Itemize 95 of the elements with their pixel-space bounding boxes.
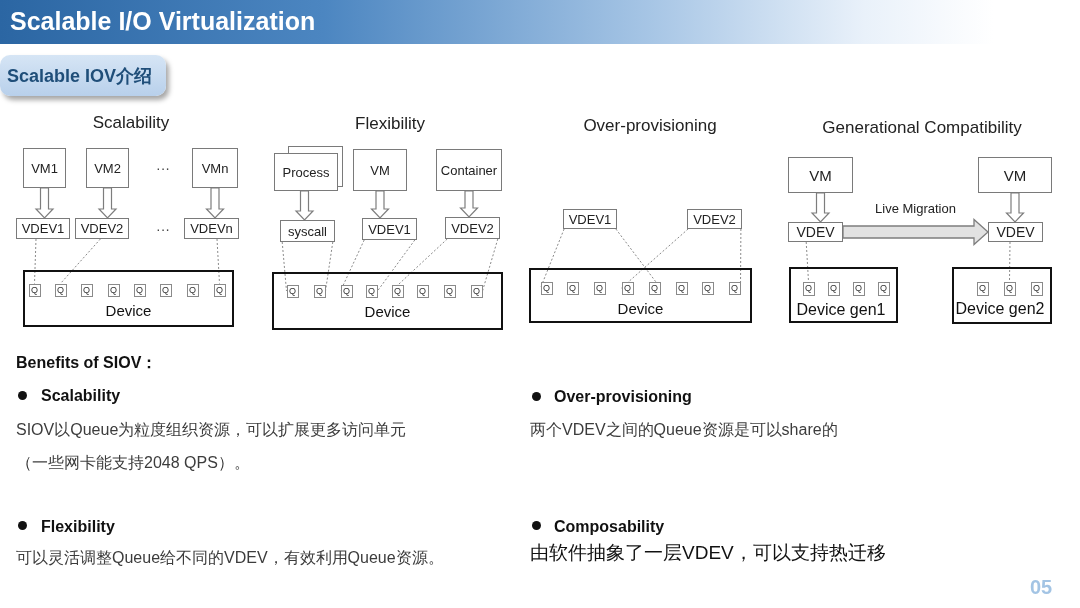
panel-heading: Over-provisioning	[583, 115, 717, 137]
queue-box: Q	[286, 284, 299, 298]
vdev-box: VDEV1	[16, 218, 70, 239]
bullet-heading: Flexibility	[41, 516, 115, 537]
dotted-line	[805, 241, 809, 282]
vm-box: VMn	[192, 148, 238, 188]
queue-box: Q	[391, 284, 404, 298]
queue-box: Q	[107, 283, 120, 297]
queue-box: Q	[443, 284, 456, 298]
dotted-line	[377, 239, 416, 292]
queue-box: Q	[1030, 281, 1043, 296]
bullet-heading: Composability	[554, 516, 665, 537]
queue-box: Q	[416, 284, 429, 298]
block-arrow	[842, 218, 989, 246]
device-label: Device gen1	[796, 299, 886, 320]
ellipsis: ···	[156, 220, 170, 238]
device-box	[23, 270, 234, 327]
dotted-line	[216, 238, 220, 284]
queue-box: Q	[877, 281, 890, 296]
block-arrow	[370, 190, 390, 219]
device-box	[272, 272, 503, 330]
queue-box: Q	[976, 281, 989, 296]
queue-box: Q	[802, 281, 815, 296]
queue-box: Q	[313, 284, 326, 298]
bullet-heading: Over-provisioning	[554, 386, 692, 407]
vdev-box: VDEV2	[445, 217, 500, 239]
block-arrow	[459, 190, 479, 218]
ellipsis: ···	[156, 159, 170, 177]
queue-box: Q	[133, 283, 146, 297]
queue-box: Q	[566, 281, 579, 295]
device-label: Device gen2	[955, 298, 1045, 319]
vdev-box: VDEV1	[362, 218, 417, 240]
bullet-heading: Scalability	[41, 385, 121, 406]
block-arrow	[97, 187, 118, 219]
slide-title: Scalable I/O Virtualization	[10, 6, 316, 37]
queue-box: Q	[827, 281, 840, 296]
panel-heading: Generational Compatibility	[822, 117, 1022, 139]
queue-box: Q	[648, 281, 661, 295]
queue-box: Q	[365, 284, 378, 298]
queue-box: Q	[1003, 281, 1016, 296]
queue-box: Q	[701, 281, 714, 295]
block-arrow	[810, 192, 831, 223]
queue-box: Q	[54, 283, 67, 297]
vm-box: VM	[353, 149, 407, 191]
queue-box: Q	[593, 281, 606, 295]
queue-box: Q	[159, 283, 172, 297]
dotted-line	[482, 238, 499, 292]
body-text: 两个VDEV之间的Queue资源是可以share的	[530, 419, 838, 440]
device-box	[529, 268, 752, 323]
queue-box: Q	[213, 283, 226, 297]
queue-box: Q	[80, 283, 93, 297]
block-arrow	[205, 187, 225, 219]
device-box	[789, 267, 898, 323]
vm-box: VM	[978, 157, 1052, 193]
device-label: Device	[617, 299, 664, 318]
vm-box: VM2	[86, 148, 129, 188]
device-label: Device	[364, 302, 411, 321]
device-box	[952, 267, 1052, 324]
vdev-box: VDEV	[788, 222, 843, 242]
queue-box: Q	[540, 281, 553, 295]
edge-label: Live Migration	[875, 201, 956, 217]
dotted-line	[281, 241, 287, 292]
panel-heading: Scalability	[92, 112, 170, 134]
panel-heading: Flexibility	[355, 113, 425, 135]
block-arrow	[294, 190, 315, 221]
body-text: SIOV以Queue为粒度组织资源，可以扩展更多访问单元（一些网卡能支持2048 QPS）。	[16, 420, 408, 473]
page-number: 05	[1030, 575, 1053, 600]
dotted-line	[60, 238, 101, 284]
vdev-box: VDEV1	[563, 209, 617, 229]
vdev-box: VDEV2	[687, 209, 742, 229]
queue-box: Q	[340, 284, 353, 298]
dotted-line	[1009, 241, 1011, 282]
vm-box: VM	[788, 157, 853, 193]
block-arrow	[1005, 192, 1025, 223]
body-text: 可以灵活调整Queue给不同的VDEV，有效利用Queue资源。	[16, 547, 444, 568]
vm-box: VM1	[23, 148, 66, 188]
queue-box: Q	[852, 281, 865, 296]
device-label: Device	[105, 301, 152, 320]
vdev-box: VDEV2	[75, 218, 129, 239]
syscall-box: syscall	[280, 220, 335, 242]
container-box: Container	[436, 149, 502, 191]
queue-box: Q	[728, 281, 741, 295]
dotted-line	[34, 238, 37, 284]
block-arrow	[34, 187, 55, 219]
dotted-line	[621, 228, 689, 289]
vdev-box: VDEV	[988, 222, 1043, 242]
section-tab: Scalable IOV介绍	[0, 55, 166, 96]
queue-box: Q	[186, 283, 199, 297]
queue-box: Q	[470, 284, 483, 298]
queue-box: Q	[28, 283, 41, 297]
queue-box: Q	[675, 281, 688, 295]
queue-box: Q	[621, 281, 634, 295]
body-text: 由软件抽象了一层VDEV，可以支持热迁移	[530, 540, 886, 565]
section-heading: Benefits of SIOV：	[16, 352, 158, 373]
vdev-box: VDEVn	[184, 218, 239, 239]
